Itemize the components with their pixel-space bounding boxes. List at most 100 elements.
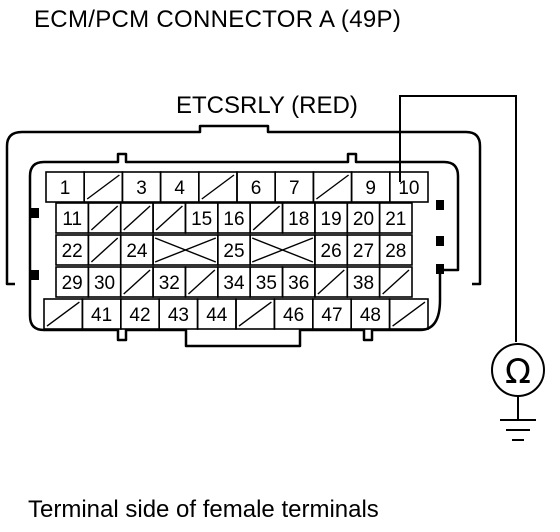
terminal-cell: 9 [350, 171, 391, 203]
terminal-cell: 25 [217, 234, 251, 266]
unused-terminal-slash [155, 205, 183, 231]
terminal-number: 48 [360, 305, 381, 326]
terminal-cell [249, 202, 284, 234]
terminal-cell [198, 171, 238, 203]
terminal-number: 32 [159, 273, 180, 294]
ohm-symbol: Ω [505, 352, 531, 392]
terminal-cell [235, 298, 276, 330]
terminal-cell: 29 [55, 266, 90, 298]
terminal-cell: 22 [55, 234, 90, 266]
diagram-caption: Terminal side of female terminals [28, 496, 379, 523]
terminal-number: 15 [191, 209, 212, 230]
terminal-cell: 48 [350, 298, 391, 330]
terminal-cell [388, 298, 429, 330]
terminal-number: 47 [321, 305, 342, 326]
terminal-cell: 44 [196, 298, 237, 330]
connector-housing [28, 152, 460, 348]
terminal-cell: 20 [346, 202, 381, 234]
terminal-cell: 34 [217, 266, 251, 298]
unused-terminal-slash [86, 174, 120, 200]
terminal-number: 11 [62, 209, 82, 230]
terminal-cell: 36 [281, 266, 316, 298]
terminal-cell [87, 202, 122, 234]
terminal-number: 35 [256, 273, 277, 294]
terminal-cell [43, 298, 84, 330]
terminal-cell: 24 [119, 234, 154, 266]
terminal-number: 24 [126, 241, 148, 262]
diagram-title: ECM/PCM CONNECTOR A (49P) [34, 6, 402, 33]
terminal-number: 18 [288, 209, 309, 230]
ground-icon [500, 419, 536, 441]
terminal-cell: 42 [120, 298, 161, 330]
unused-terminal-slash [90, 237, 119, 263]
terminal-cell: 28 [378, 234, 413, 266]
terminal-cell [87, 234, 122, 266]
terminal-cell [119, 266, 154, 298]
terminal-cell: 16 [217, 202, 251, 234]
terminal-number: 21 [385, 209, 406, 230]
terminal-cell [312, 171, 353, 203]
terminal-number: 27 [353, 241, 374, 262]
unused-terminal-slash [382, 269, 410, 295]
unused-terminal-slash [317, 269, 345, 295]
terminal-cell [119, 202, 154, 234]
unused-terminal-slash [392, 301, 426, 327]
terminal-cell: 18 [281, 202, 316, 234]
terminal-cell: 35 [249, 266, 284, 298]
terminal-number: 44 [206, 305, 228, 326]
terminal-cell: 27 [346, 234, 381, 266]
terminal-cell: 7 [274, 171, 315, 203]
test-lead-wire [399, 95, 517, 342]
terminal-cell: 46 [273, 298, 314, 330]
terminal-cell [249, 234, 316, 266]
terminal-cell: 3 [121, 171, 162, 203]
terminal-number: 22 [62, 241, 83, 262]
terminal-number: 7 [289, 178, 300, 199]
terminal-cell: 19 [314, 202, 349, 234]
terminal-cell: 32 [152, 266, 187, 298]
terminal-cell [184, 266, 219, 298]
unused-terminal-slash [187, 269, 216, 295]
terminal-cell: 11 [55, 202, 90, 234]
terminal-number: 28 [385, 241, 406, 262]
terminal-number: 46 [283, 305, 304, 326]
terminal-number: 9 [365, 178, 376, 199]
terminal-number: 4 [174, 178, 185, 199]
terminal-cell: 43 [158, 298, 199, 330]
terminal-cell: 38 [346, 266, 381, 298]
terminal-cell: 47 [311, 298, 352, 330]
terminal-cell [152, 202, 187, 234]
terminal-number: 34 [223, 273, 245, 294]
terminal-cell [83, 171, 124, 203]
unused-terminal-slash [315, 174, 350, 200]
terminal-number: 26 [321, 241, 342, 262]
terminal-cell: 41 [81, 298, 122, 330]
terminal-number: 36 [288, 273, 309, 294]
latch-tab [436, 200, 444, 210]
wire-label: ETCSRLY (RED) [176, 92, 358, 119]
terminal-number: 43 [168, 305, 189, 326]
terminal-cell: 1 [45, 171, 86, 203]
terminal-number: 42 [129, 305, 150, 326]
terminal-number: 16 [223, 209, 244, 230]
terminal-number: 30 [94, 273, 115, 294]
terminal-cell: 30 [87, 266, 122, 298]
unused-terminal-slash [46, 301, 80, 327]
terminal-cell: 26 [314, 234, 349, 266]
unused-terminal-slash [238, 301, 272, 327]
unused-terminal-slash [201, 174, 235, 200]
terminal-number: 25 [223, 241, 244, 262]
terminal-number: 10 [398, 178, 419, 199]
terminal-cell [314, 266, 349, 298]
terminal-cell: 15 [184, 202, 219, 234]
latch-tab [436, 236, 444, 246]
latch-tab [436, 264, 444, 274]
unused-terminal-slash [123, 269, 151, 295]
terminal-number: 41 [91, 305, 112, 326]
terminal-number: 3 [136, 178, 147, 199]
unused-terminal-slash [123, 205, 151, 231]
terminal-cell: 6 [236, 171, 277, 203]
